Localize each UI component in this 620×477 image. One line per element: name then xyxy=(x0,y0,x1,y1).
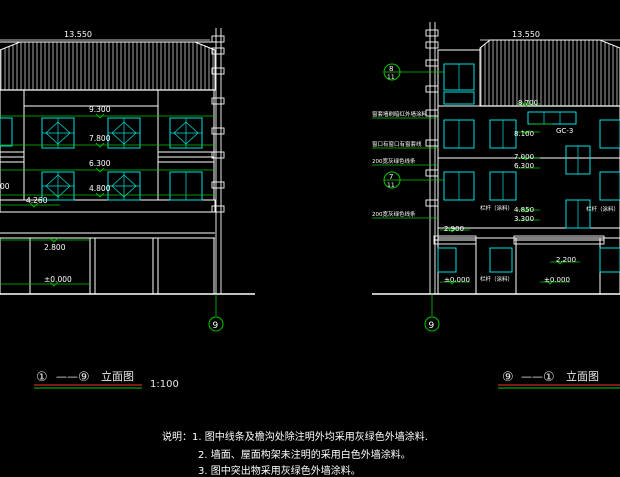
right-elev-1f-top: 4.850 xyxy=(514,206,534,214)
right-callout-mid: 7 11 xyxy=(383,171,401,189)
note-line-2: 2. 墙面、屋面构架未注明的采用白色外墙涂料。 xyxy=(198,450,411,461)
right-elevation-marks xyxy=(447,101,565,285)
right-title-start: ⑨ xyxy=(502,370,514,385)
left-corner-column xyxy=(211,28,225,294)
left-elev-2f-top: 6.300 xyxy=(89,159,111,168)
left-title-text: 立面图 xyxy=(101,369,134,383)
right-title-text: 立面图 xyxy=(566,369,599,383)
right-elev-2f-sub: 6.300 xyxy=(514,162,534,170)
right-note-1: 窗套墙刷暗红外墙涂料 xyxy=(372,110,428,118)
right-note-4: 200宽灰绿色线条 xyxy=(372,210,416,218)
right-callout-top-den: 11 xyxy=(387,74,395,81)
left-elev-roof: 13.550 xyxy=(64,30,92,39)
note-line-1: 说明：1. 图中线条及檐沟处除注明外均采用灰绿色外墙涂料. xyxy=(162,432,428,443)
left-scale: 1:100 xyxy=(150,379,179,390)
left-title-end: ⑨ xyxy=(78,370,90,385)
right-title-end: ① xyxy=(543,370,555,385)
right-window-details xyxy=(458,64,579,228)
right-title-dash: —— xyxy=(521,370,543,383)
right-elev-door-right: 2.200 xyxy=(556,256,576,264)
left-elevation-marks xyxy=(29,113,105,287)
right-elev-roof: 13.550 xyxy=(512,30,540,39)
right-balconies xyxy=(433,235,605,245)
right-label-gc: GC-3 xyxy=(556,127,573,135)
left-elev-ground: ±0.000 xyxy=(44,275,72,284)
left-title-dash: —— xyxy=(56,370,78,383)
left-axis-label: 9 xyxy=(213,321,219,331)
right-elevation: 13.550 xyxy=(372,22,620,389)
left-ground-floor xyxy=(0,237,255,295)
right-note-6: 栏杆（涂料） xyxy=(480,275,513,283)
right-callout-mid-den: 11 xyxy=(387,182,395,189)
right-callout-mid-num: 7 xyxy=(389,173,393,181)
right-title: ⑨ —— ① 立面图 xyxy=(498,369,620,389)
right-elev-ground-left: ±0.000 xyxy=(444,276,470,284)
cad-elevation-drawing: 13.550 xyxy=(0,22,620,390)
right-elev-ground-right: ±0.000 xyxy=(544,276,570,284)
right-roof xyxy=(479,39,620,107)
right-note-3: 200宽灰绿色线条 xyxy=(372,157,416,165)
left-title-start: ① xyxy=(36,370,48,385)
right-corner-column xyxy=(425,22,439,294)
left-elev-1f-door: 2.800 xyxy=(44,243,66,252)
right-level-lines xyxy=(372,71,580,283)
left-elev-1f-beam: 4.260 xyxy=(26,196,48,205)
left-elev-left-cut: 00 xyxy=(0,182,10,191)
right-elev-door-left: 2.900 xyxy=(444,225,464,233)
left-elev-3f-top: 9.300 xyxy=(89,105,111,114)
right-elev-1f-sub: 3.300 xyxy=(514,215,534,223)
left-title: ① —— ⑨ 立面图 1:100 xyxy=(34,369,179,390)
left-elevation: 13.550 xyxy=(0,28,255,390)
left-level-lines xyxy=(0,115,215,285)
right-note-7: 栏杆（涂料） xyxy=(586,205,619,213)
left-window-details xyxy=(42,118,202,200)
left-elev-3f-win: 7.800 xyxy=(89,134,111,143)
left-elev-2f-win: 4.800 xyxy=(89,184,111,193)
right-note-5: 栏杆（涂料） xyxy=(480,204,513,212)
right-axis-label: 9 xyxy=(429,321,435,331)
right-elev-3f-top: 8.700 xyxy=(518,99,538,107)
left-roof xyxy=(0,41,216,91)
right-callout-top: 8 11 xyxy=(383,63,401,81)
right-elev-2f-top: 7.000 xyxy=(514,153,534,161)
right-elev-3f-sub: 8.100 xyxy=(514,130,534,138)
note-line-3: 3. 图中突出物采用灰绿色外墙涂料。 xyxy=(198,466,361,477)
right-callout-top-num: 8 xyxy=(389,65,393,73)
right-note-2: 窗口有窗口有窗套线 xyxy=(372,140,422,148)
